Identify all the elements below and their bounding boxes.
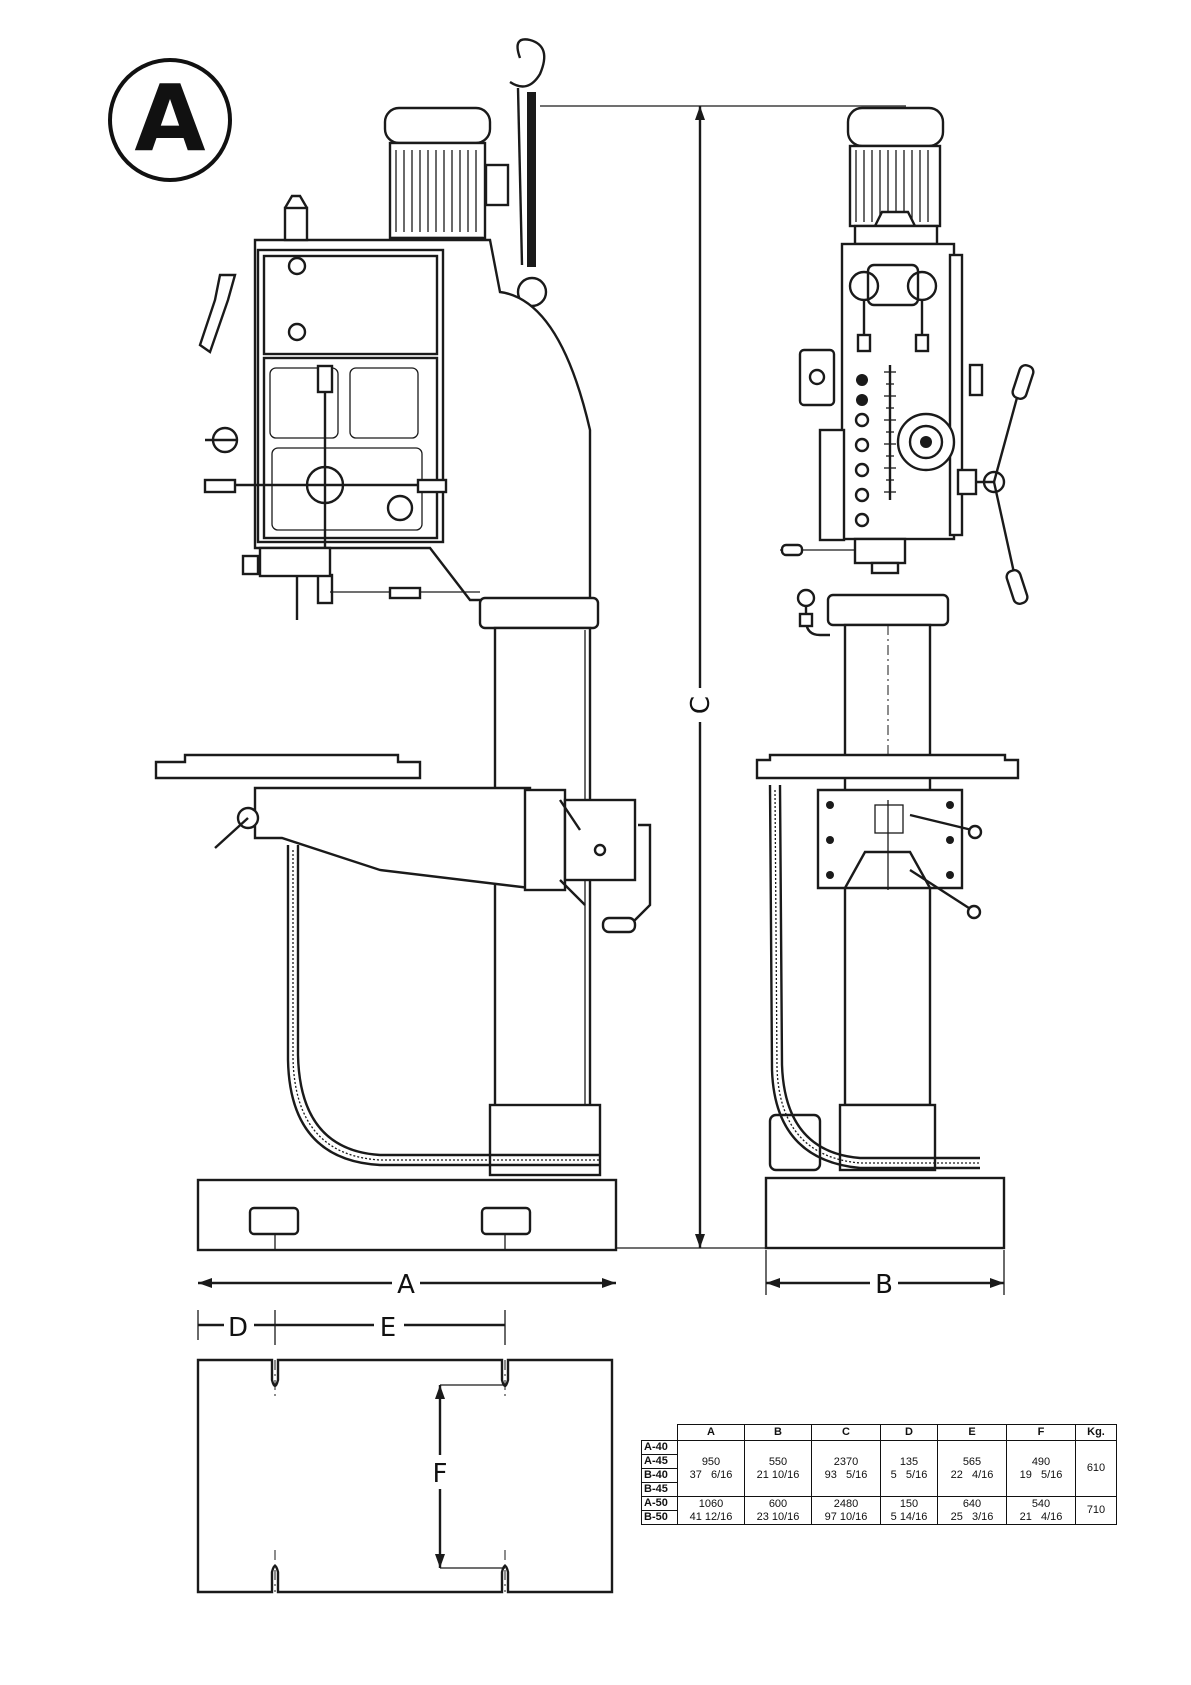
value-metric: 540 xyxy=(1010,1498,1072,1511)
value-metric: 2370 xyxy=(815,1456,877,1469)
cell-a-g2: 1060 41 12/16 xyxy=(678,1497,745,1525)
cell-e-g1: 565 22 4/16 xyxy=(938,1441,1007,1497)
value-inch: 22 4/16 xyxy=(941,1469,1003,1482)
col-header-b: B xyxy=(745,1425,812,1441)
model-b50: B-50 xyxy=(642,1511,678,1525)
cell-d-g1: 135 5 5/16 xyxy=(881,1441,938,1497)
dimension-label-b: B xyxy=(875,1270,893,1300)
cell-f-g2: 540 21 4/16 xyxy=(1007,1497,1076,1525)
value-metric: 135 xyxy=(884,1456,934,1469)
side-view: A D E F xyxy=(156,39,650,1592)
dimension-label-f: F xyxy=(433,1459,448,1489)
model-a40: A-40 xyxy=(642,1441,678,1455)
value-inch: 19 5/16 xyxy=(1010,1469,1072,1482)
value-metric: 565 xyxy=(941,1456,1003,1469)
model-a50: A-50 xyxy=(642,1497,678,1511)
cell-e-g2: 640 25 3/16 xyxy=(938,1497,1007,1525)
cell-kg-g1: 610 xyxy=(1076,1441,1117,1497)
col-header-c: C xyxy=(812,1425,881,1441)
col-header-a: A xyxy=(678,1425,745,1441)
value-inch: 23 10/16 xyxy=(748,1511,808,1524)
cell-d-g2: 150 5 14/16 xyxy=(881,1497,938,1525)
model-a45: A-45 xyxy=(642,1455,678,1469)
cell-c-g1: 2370 93 5/16 xyxy=(812,1441,881,1497)
value-metric: 600 xyxy=(748,1498,808,1511)
value-metric: 1060 xyxy=(681,1498,741,1511)
col-header-d: D xyxy=(881,1425,938,1441)
value-inch: 5 5/16 xyxy=(884,1469,934,1482)
table-header-row: A B C D E F Kg. xyxy=(642,1425,1117,1441)
col-header-kg: Kg. xyxy=(1076,1425,1117,1441)
model-badge: A xyxy=(110,60,230,180)
value-inch: 97 10/16 xyxy=(815,1511,877,1524)
cell-f-g1: 490 19 5/16 xyxy=(1007,1441,1076,1497)
cell-c-g2: 2480 97 10/16 xyxy=(812,1497,881,1525)
cell-b-g2: 600 23 10/16 xyxy=(745,1497,812,1525)
dimension-label-d: D xyxy=(228,1313,248,1343)
cell-b-g1: 550 21 10/16 xyxy=(745,1441,812,1497)
dimension-label-a: A xyxy=(397,1270,415,1300)
col-header-e: E xyxy=(938,1425,1007,1441)
value-metric: 150 xyxy=(884,1498,934,1511)
dimension-label-e: E xyxy=(380,1313,396,1343)
value-metric: 550 xyxy=(748,1456,808,1469)
table-corner xyxy=(642,1425,678,1441)
value-metric: 640 xyxy=(941,1498,1003,1511)
model-b45: B-45 xyxy=(642,1483,678,1497)
cell-kg-g2: 710 xyxy=(1076,1497,1117,1525)
value-inch: 5 14/16 xyxy=(884,1511,934,1524)
model-b40: B-40 xyxy=(642,1469,678,1483)
value-inch: 21 4/16 xyxy=(1010,1511,1072,1524)
value-metric: 490 xyxy=(1010,1456,1072,1469)
col-header-f: F xyxy=(1007,1425,1076,1441)
value-inch: 37 6/16 xyxy=(681,1469,741,1482)
value-inch: 93 5/16 xyxy=(815,1469,877,1482)
value-inch: 21 10/16 xyxy=(748,1469,808,1482)
dimensions-table: A B C D E F Kg. A-40 950 37 6/16 550 21 … xyxy=(641,1424,1117,1525)
cell-a-g1: 950 37 6/16 xyxy=(678,1441,745,1497)
value-metric: 2480 xyxy=(815,1498,877,1511)
value-inch: 25 3/16 xyxy=(941,1511,1003,1524)
dimension-label-c: C xyxy=(686,696,716,714)
front-view: B xyxy=(757,108,1035,1300)
table-row: A-50 1060 41 12/16 600 23 10/16 2480 97 … xyxy=(642,1497,1117,1511)
model-badge-letter: A xyxy=(134,65,205,172)
table-row: A-40 950 37 6/16 550 21 10/16 2370 93 5/… xyxy=(642,1441,1117,1455)
value-inch: 41 12/16 xyxy=(681,1511,741,1524)
value-metric: 950 xyxy=(681,1456,741,1469)
